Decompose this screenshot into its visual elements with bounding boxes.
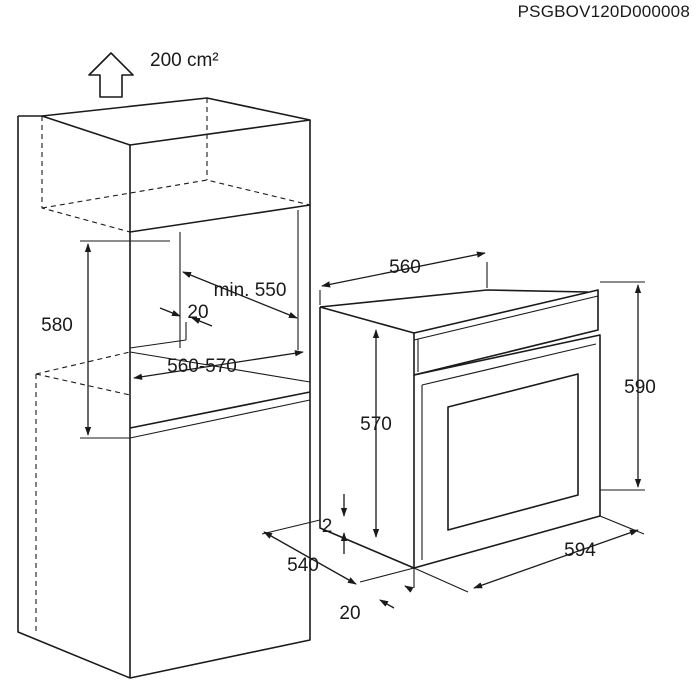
cabinet-depth-label: min. 550 [214, 280, 287, 301]
cabinet [17, 97, 311, 679]
oven-panel-depth-label: 20 [339, 603, 360, 624]
oven-offset-label: 2 [322, 516, 333, 537]
oven-width-dimension: 560 [319, 251, 488, 305]
oven-panel-depth-dimension: 20 [339, 568, 415, 624]
oven-offset-dimension: 2 [322, 494, 348, 554]
ventilation-area-label: 200 cm² [150, 50, 219, 71]
ventilation-group: 200 cm² [88, 50, 219, 98]
oven [319, 289, 601, 569]
oven-height-label: 590 [624, 377, 656, 398]
document-code: PSGBOV120D000008 [518, 2, 690, 21]
oven-front-width-dimension: 594 [413, 515, 645, 593]
cabinet-width-label: 560-570 [167, 356, 237, 377]
cabinet-gap-dimension: 20 [159, 302, 213, 340]
cabinet-height-label: 580 [41, 315, 73, 336]
oven-height-dimension: 590 [600, 281, 656, 491]
oven-body-height-dimension: 570 [360, 329, 392, 538]
oven-depth-dimension: 540 [261, 519, 415, 585]
oven-depth-label: 540 [287, 555, 319, 576]
cabinet-height-dimension: 580 [41, 240, 170, 439]
cabinet-depth-dimension: min. 550 [182, 271, 298, 319]
oven-body-height-label: 570 [360, 414, 392, 435]
cabinet-width-dimension: 560-570 [133, 350, 304, 380]
oven-front-width-label: 594 [564, 540, 596, 561]
cabinet-gap-label: 20 [187, 302, 208, 323]
oven-width-label: 560 [389, 257, 421, 278]
up-arrow-outline-icon [88, 52, 134, 98]
